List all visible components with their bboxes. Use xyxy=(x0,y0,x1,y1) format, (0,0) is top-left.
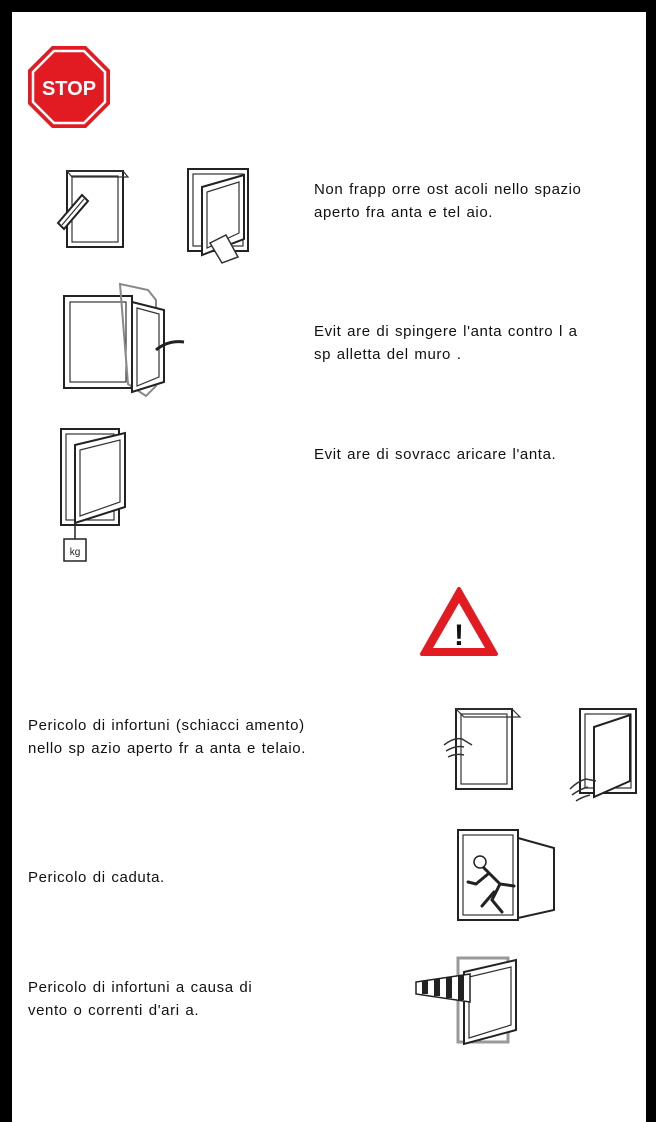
weight-label: kg xyxy=(70,547,81,558)
prohibition-text-1: Non frapp orre ost acoli nello spazio ap… xyxy=(314,178,582,224)
hazard-text-1-line-2: nello sp azio aperto fr a anta e telaio. xyxy=(28,740,306,757)
window-open-obstacle-icon xyxy=(187,168,249,264)
prohibition-text-2-line-1: Evit are di spingere l'anta contro l a xyxy=(314,323,578,340)
page-border-left xyxy=(0,0,12,1122)
hazard-text-2: Pericolo di caduta. xyxy=(28,866,165,889)
hazard-text-3-line-2: vento o correnti d'ari a. xyxy=(28,1002,200,1019)
warning-triangle-icon: ! xyxy=(420,587,498,656)
page-border-right xyxy=(646,0,656,1122)
hazard-text-2-line-1: Pericolo di caduta. xyxy=(28,869,165,886)
warning-symbol: ! xyxy=(454,619,464,652)
hand-crush-open-icon xyxy=(569,708,637,802)
wind-window-icon xyxy=(415,956,517,1046)
prohibition-text-1-line-1: Non frapp orre ost acoli nello spazio xyxy=(314,181,582,198)
hazard-text-1-line-1: Pericolo di infortuni (schiacci amento) xyxy=(28,717,305,734)
window-against-wall-icon xyxy=(63,282,185,398)
stop-sign-label: STOP xyxy=(42,78,96,100)
window-tilt-obstacle-icon xyxy=(56,170,130,248)
prohibition-text-1-line-2: aperto fra anta e tel aio. xyxy=(314,204,494,221)
stop-sign-icon: STOP xyxy=(28,46,110,128)
prohibition-text-2: Evit are di spingere l'anta contro l a s… xyxy=(314,320,578,366)
hazard-text-3: Pericolo di infortuni a causa di vento o… xyxy=(28,976,252,1022)
prohibition-text-3-line-1: Evit are di sovracc aricare l'anta. xyxy=(314,446,557,463)
prohibition-text-3: Evit are di sovracc aricare l'anta. xyxy=(314,443,556,466)
hand-crush-tilt-icon xyxy=(443,708,522,790)
hazard-text-3-line-1: Pericolo di infortuni a causa di xyxy=(28,979,253,996)
hazard-text-1: Pericolo di infortuni (schiacci amento) … xyxy=(28,714,306,760)
page-border-top xyxy=(0,0,656,12)
person-falling-icon xyxy=(457,829,555,921)
window-overload-icon: kg xyxy=(60,428,126,562)
prohibition-text-2-line-2: sp alletta del muro . xyxy=(314,346,462,363)
